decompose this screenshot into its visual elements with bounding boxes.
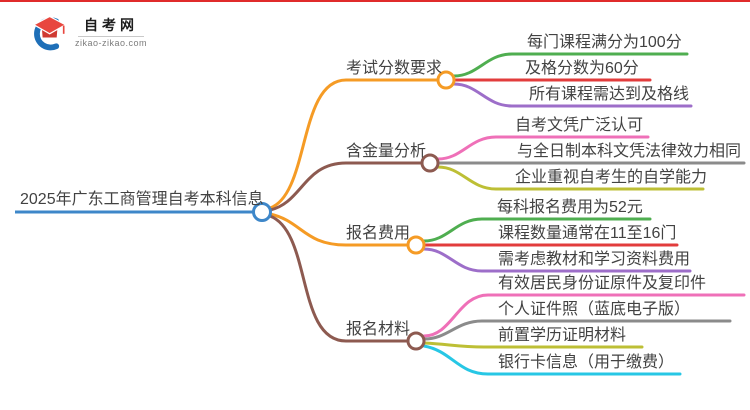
curve-branch4-leaf4 — [422, 344, 682, 376]
leaf-bank-card[interactable]: 银行卡信息（用于缴费） — [498, 354, 675, 371]
site-logo: 自考网 zikao-zikao.com — [28, 14, 147, 52]
branch-label-exam-score[interactable]: 考试分数要求 — [346, 60, 443, 77]
leaf-course-count[interactable]: 课程数量通常在11至16门 — [498, 225, 677, 242]
graduation-cap-logo-icon — [32, 15, 67, 51]
leaf-fee-per-subject[interactable]: 每科报名费用为52元 — [497, 199, 643, 216]
curve-branch3-leaf1 — [422, 217, 652, 243]
root-node-label[interactable]: 2025年广东工商管理自考本科信息 — [20, 191, 264, 208]
curve-root-to-branch-1 — [268, 78, 442, 210]
curve-branch1-leaf3 — [452, 82, 693, 108]
curve-branch1-leaf1 — [452, 52, 689, 78]
curve-root-to-branch-4 — [268, 214, 410, 343]
curve-branch4-leaf1 — [422, 293, 746, 338]
leaf-textbook-cost[interactable]: 需考虑教材和学习资料费用 — [498, 251, 691, 268]
leaf-all-courses-pass[interactable]: 所有课程需达到及格线 — [529, 86, 690, 103]
branch2-node-connector[interactable] — [420, 153, 440, 173]
leaf-photo[interactable]: 个人证件照（蓝底电子版） — [498, 301, 691, 318]
curve-root-to-branch-3 — [268, 212, 410, 247]
curve-branch2-leaf1 — [436, 135, 650, 161]
logo-domain: zikao-zikao.com — [75, 38, 148, 48]
branch-label-fees[interactable]: 报名费用 — [346, 225, 411, 242]
leaf-pass-score[interactable]: 及格分数为60分 — [525, 60, 639, 77]
leaf-prior-education[interactable]: 前置学历证明材料 — [498, 327, 627, 344]
curve-branch2-leaf3 — [436, 165, 705, 191]
branch3-node-connector[interactable] — [406, 235, 426, 255]
root-node-connector[interactable] — [252, 202, 272, 222]
leaf-widely-recognized[interactable]: 自考文凭广泛认可 — [515, 117, 644, 134]
logo-divider — [78, 36, 145, 37]
branch-label-value[interactable]: 含金量分析 — [346, 143, 427, 160]
curve-branch4-leaf3 — [422, 341, 644, 349]
leaf-legal-equivalence[interactable]: 与全日制本科文凭法律效力相同 — [517, 143, 742, 160]
curve-root-to-branch-2 — [268, 161, 424, 212]
branch4-node-connector[interactable] — [406, 331, 426, 351]
branch-label-materials[interactable]: 报名材料 — [346, 321, 411, 338]
leaf-full-score[interactable]: 每门课程满分为100分 — [527, 34, 682, 51]
branch1-node-connector[interactable] — [436, 70, 456, 90]
leaf-self-study-skill[interactable]: 企业重视自考生的自学能力 — [515, 169, 708, 186]
curve-branch3-leaf3 — [422, 247, 692, 273]
curve-branch4-leaf2 — [422, 319, 732, 341]
logo-title: 自考网 — [84, 17, 139, 33]
leaf-id-card[interactable]: 有效居民身份证原件及复印件 — [498, 275, 707, 292]
